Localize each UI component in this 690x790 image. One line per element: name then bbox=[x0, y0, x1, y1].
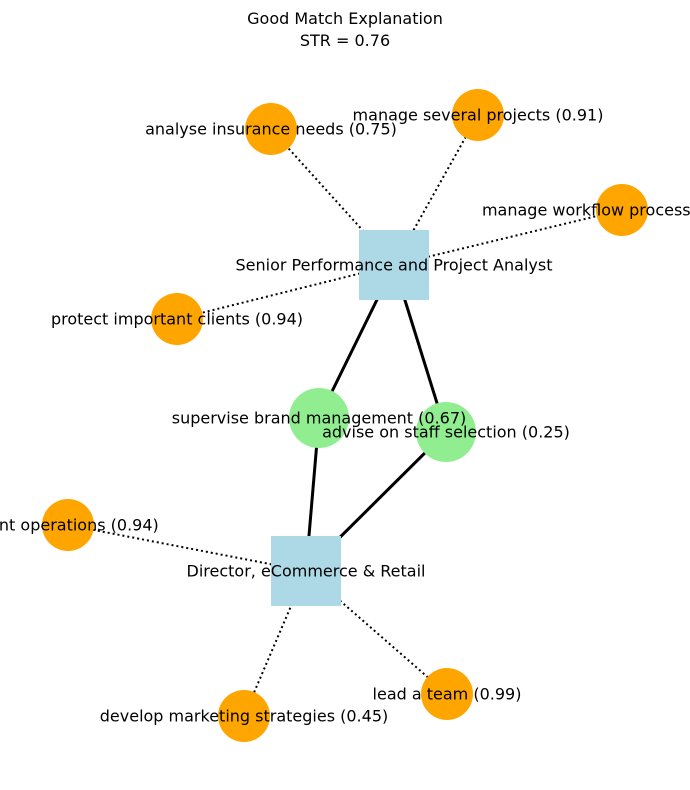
label-skill-protect: protect important clients (0.94) bbox=[51, 310, 303, 329]
label-skill-develop: develop marketing strategies (0.45) bbox=[100, 707, 388, 726]
title-line-2: STR = 0.76 bbox=[300, 31, 390, 50]
node-skill-advise bbox=[416, 402, 476, 462]
edge-job-senior-skill-protect bbox=[176, 264, 395, 320]
node-job-director bbox=[271, 536, 341, 606]
node-skill-front bbox=[42, 499, 94, 551]
label-skill-workflow: manage workflow processes (0.68) bbox=[482, 201, 690, 220]
node-skill-develop bbox=[218, 690, 270, 742]
label-skill-lead: lead a team (0.99) bbox=[373, 685, 522, 704]
label-job-senior: Senior Performance and Project Analyst bbox=[236, 256, 553, 275]
graph-title: Good Match Explanation STR = 0.76 bbox=[247, 9, 443, 50]
node-skill-analyse bbox=[245, 103, 297, 155]
label-skill-advise: advise on staff selection (0.25) bbox=[322, 423, 570, 442]
node-skill-lead bbox=[421, 668, 473, 720]
node-skill-workflow bbox=[596, 184, 648, 236]
label-skill-analyse: analyse insurance needs (0.75) bbox=[145, 120, 397, 139]
node-skill-manage-projects bbox=[452, 89, 504, 141]
label-skill-manage-projects: manage several projects (0.91) bbox=[353, 106, 604, 125]
label-skill-supervise: supervise brand management (0.67) bbox=[172, 409, 467, 428]
nodes-layer bbox=[42, 89, 648, 742]
labels-layer: Senior Performance and Project AnalystDi… bbox=[0, 106, 690, 726]
title-line-1: Good Match Explanation bbox=[247, 9, 443, 28]
node-job-senior bbox=[359, 230, 429, 300]
node-skill-supervise bbox=[289, 388, 349, 448]
edge-job-director-skill-front bbox=[67, 524, 307, 572]
edge-job-senior-skill-manage-projects bbox=[393, 114, 479, 266]
node-skill-protect bbox=[151, 293, 203, 345]
label-skill-front: front operations (0.94) bbox=[0, 516, 159, 535]
edge-job-senior-skill-workflow bbox=[393, 209, 623, 266]
label-job-director: Director, eCommerce & Retail bbox=[187, 562, 426, 581]
